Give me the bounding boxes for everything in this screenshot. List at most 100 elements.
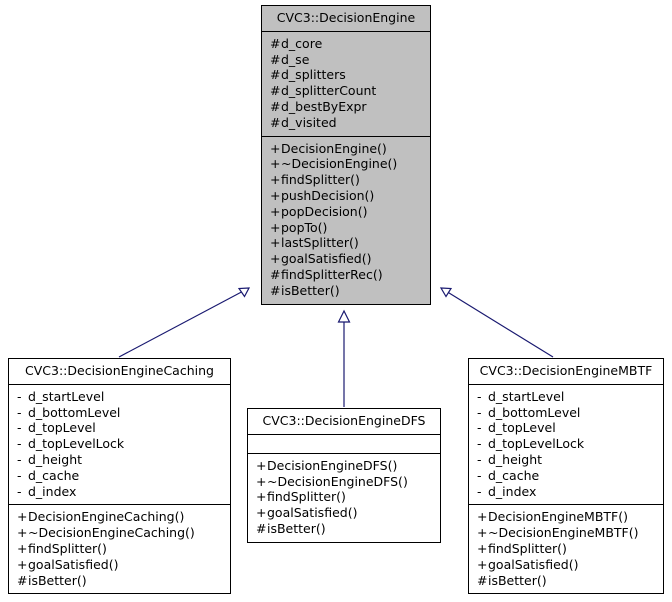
class-box-decision-engine[interactable]: CVC3::DecisionEngine #d_core #d_se #d_sp… (261, 5, 431, 305)
attribute-row: -d_bottomLevel (9, 405, 230, 421)
operation-row: +popDecision() (262, 204, 430, 220)
visibility-marker: # (270, 35, 281, 51)
attribute-row: #d_splitterCount (262, 83, 430, 99)
operation-name: popDecision() (281, 203, 368, 219)
class-title-decision-engine: CVC3::DecisionEngine (276, 10, 416, 25)
visibility-marker: + (270, 219, 281, 235)
operation-name: isBetter() (488, 572, 547, 588)
operation-row: #isBetter() (469, 573, 663, 589)
operation-row: +DecisionEngineDFS() (248, 458, 440, 474)
attribute-row: -d_startLevel (469, 389, 663, 405)
attribute-row: -d_bottomLevel (469, 405, 663, 421)
visibility-marker: # (270, 282, 281, 298)
generalization-edge-dfs-to-base (337, 309, 351, 407)
attribute-name: d_cache (488, 467, 540, 483)
operation-name: findSplitterRec() (281, 266, 383, 282)
attribute-row: -d_cache (469, 468, 663, 484)
visibility-marker: - (477, 404, 482, 420)
visibility-marker: # (270, 83, 281, 99)
operation-name: lastSplitter() (281, 235, 359, 251)
attribute-name: d_cache (28, 467, 80, 483)
visibility-marker: - (477, 388, 482, 404)
visibility-marker: + (270, 235, 281, 251)
attribute-row: -d_index (469, 484, 663, 500)
operation-name: DecisionEngineCaching() (28, 509, 185, 525)
visibility-marker: + (17, 540, 28, 556)
attribute-row: #d_se (262, 52, 430, 68)
visibility-marker: - (477, 467, 482, 483)
attribute-row: #d_splitters (262, 67, 430, 83)
visibility-marker: + (17, 556, 28, 572)
visibility-marker: # (477, 572, 488, 588)
operation-name: findSplitter() (488, 540, 567, 556)
operation-row: #isBetter() (262, 283, 430, 299)
attribute-name: d_core (281, 35, 323, 51)
attribute-name: d_index (488, 483, 537, 499)
visibility-marker: + (477, 509, 488, 525)
operation-row: +goalSatisfied() (469, 557, 663, 573)
operation-name: goalSatisfied() (267, 505, 358, 521)
attribute-name: d_height (488, 451, 543, 467)
attribute-name: d_bottomLevel (488, 404, 581, 420)
operation-row: +goalSatisfied() (9, 557, 230, 573)
attribute-name: d_splitters (281, 67, 346, 83)
operation-row: +DecisionEngine() (262, 141, 430, 157)
attribute-row: -d_topLevelLock (9, 436, 230, 452)
operation-row: +DecisionEngineMBTF() (469, 509, 663, 525)
attribute-name: d_index (28, 483, 77, 499)
visibility-marker: + (270, 187, 281, 203)
operation-name: ~DecisionEngineCaching() (28, 525, 195, 541)
operation-row: #isBetter() (9, 573, 230, 589)
operation-name: ~DecisionEngineDFS() (267, 473, 408, 489)
attribute-name: d_startLevel (488, 388, 565, 404)
visibility-marker: + (477, 556, 488, 572)
visibility-marker: - (477, 483, 482, 499)
class-box-decision-engine-caching[interactable]: CVC3::DecisionEngineCaching -d_startLeve… (8, 358, 231, 595)
visibility-marker: + (477, 525, 488, 541)
operation-name: isBetter() (267, 520, 326, 536)
visibility-marker: - (477, 420, 482, 436)
attribute-row: -d_cache (9, 468, 230, 484)
class-title-decision-engine-dfs: CVC3::DecisionEngineDFS (262, 413, 426, 428)
operation-name: goalSatisfied() (28, 556, 119, 572)
operation-row: #isBetter() (248, 521, 440, 537)
operation-name: DecisionEngineMBTF() (488, 509, 628, 525)
attribute-name: d_bottomLevel (28, 404, 121, 420)
visibility-marker: + (256, 505, 267, 521)
visibility-marker: # (270, 266, 281, 282)
attribute-name: d_startLevel (28, 388, 105, 404)
visibility-marker: + (270, 172, 281, 188)
visibility-marker: + (256, 473, 267, 489)
attribute-row: -d_topLevel (9, 420, 230, 436)
visibility-marker: + (270, 140, 281, 156)
operations-compartment-decision-engine-caching: +DecisionEngineCaching() +~DecisionEngin… (9, 504, 230, 593)
attribute-row: -d_index (9, 484, 230, 500)
visibility-marker: - (17, 404, 22, 420)
operation-row: +findSplitter() (9, 541, 230, 557)
operation-name: findSplitter() (267, 489, 346, 505)
attribute-row: #d_visited (262, 115, 430, 131)
attribute-name: d_splitterCount (281, 83, 377, 99)
class-box-decision-engine-mbtf[interactable]: CVC3::DecisionEngineMBTF -d_startLevel -… (468, 358, 664, 595)
attribute-name: d_topLevelLock (488, 436, 585, 452)
attribute-row: #d_bestByExpr (262, 99, 430, 115)
visibility-marker: # (17, 572, 28, 588)
attribute-name: d_topLevel (488, 420, 556, 436)
operation-row: #findSplitterRec() (262, 267, 430, 283)
visibility-marker: - (477, 436, 482, 452)
visibility-marker: # (270, 51, 281, 67)
attribute-name: d_topLevel (28, 420, 96, 436)
attributes-compartment-decision-engine-mbtf: -d_startLevel -d_bottomLevel -d_topLevel… (469, 383, 663, 505)
visibility-marker: + (17, 525, 28, 541)
visibility-marker: - (17, 388, 22, 404)
operation-name: ~DecisionEngine() (281, 156, 398, 172)
visibility-marker: - (17, 467, 22, 483)
visibility-marker: # (270, 67, 281, 83)
class-box-decision-engine-dfs[interactable]: CVC3::DecisionEngineDFS +DecisionEngineD… (247, 408, 441, 543)
attribute-row: -d_height (469, 452, 663, 468)
attribute-name: d_height (28, 451, 83, 467)
operation-row: +DecisionEngineCaching() (9, 509, 230, 525)
visibility-marker: + (256, 457, 267, 473)
visibility-marker: # (270, 98, 281, 114)
